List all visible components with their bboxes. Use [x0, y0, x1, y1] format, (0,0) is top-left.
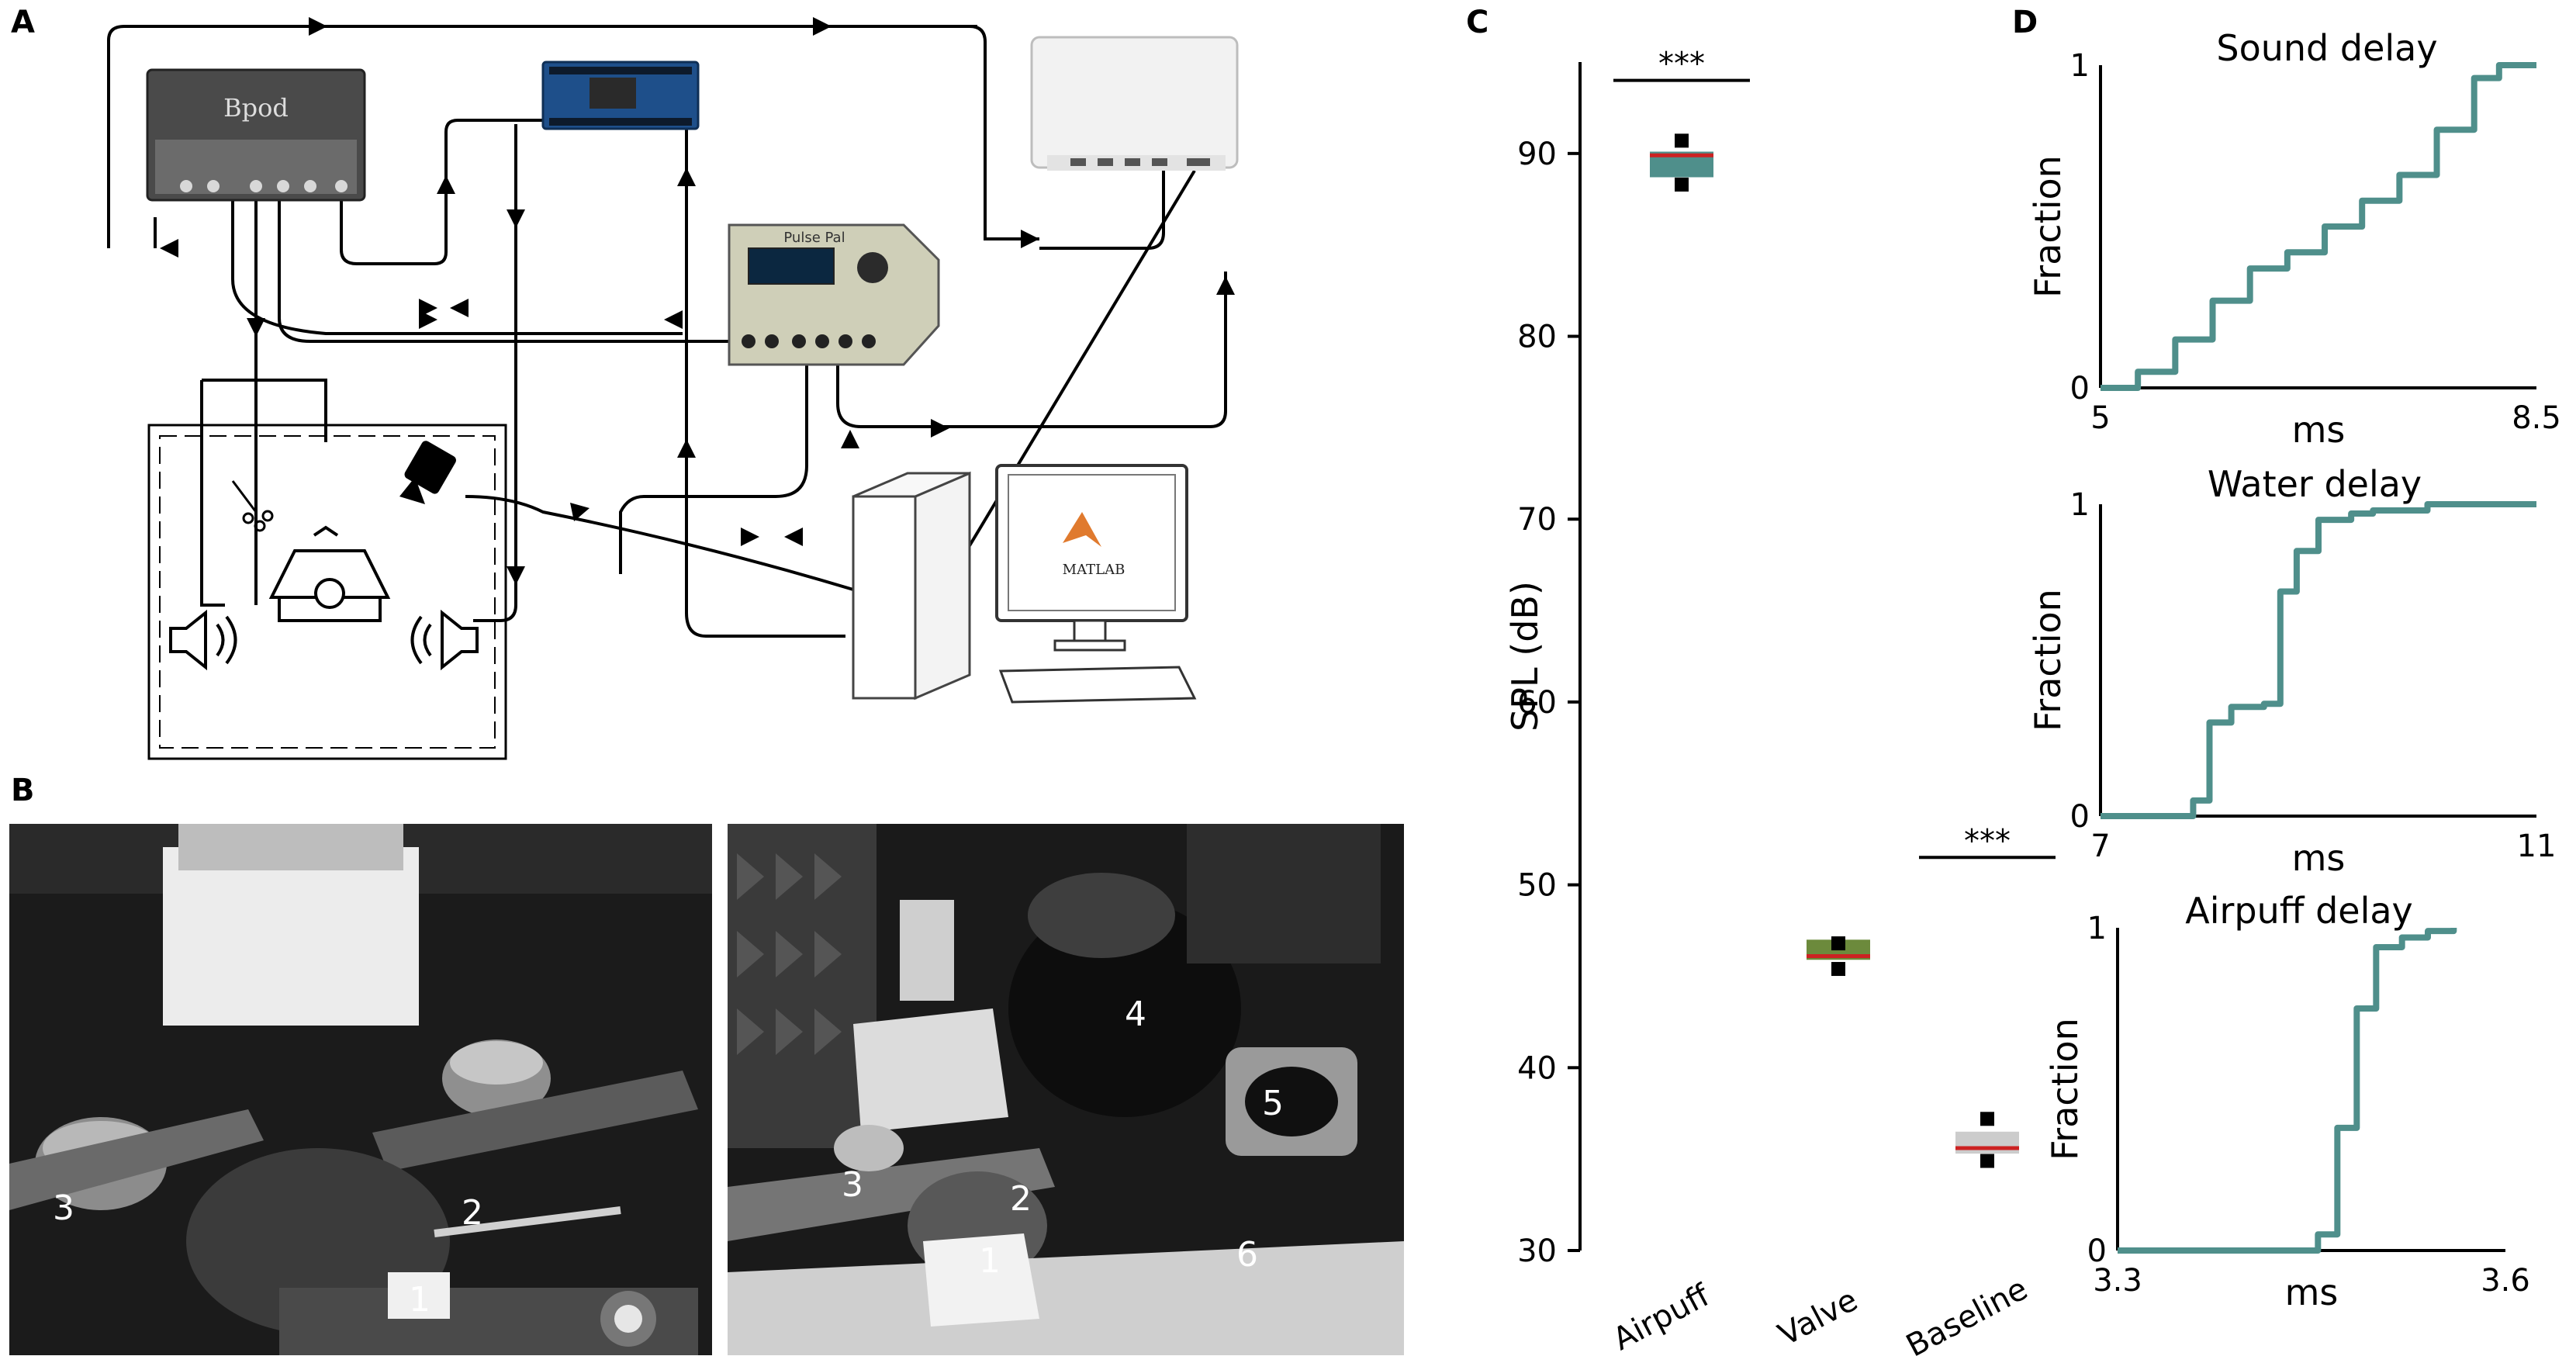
d1-y-tick-label-0: 0	[2070, 371, 2090, 406]
chamber	[147, 424, 507, 760]
d2-title: Water delay	[2208, 463, 2422, 505]
c-whisker-low-1	[1831, 962, 1845, 977]
c-y-tick-label-1: 40	[1517, 1050, 1557, 1086]
photo-left-label-1: 1	[409, 1280, 430, 1320]
wire-teensy-left	[1039, 171, 1165, 250]
d1-series-line	[2101, 62, 2536, 391]
wire-bpod-camera	[278, 198, 729, 343]
d2-x-tick-label-1: 11	[2517, 829, 2557, 864]
schematic-arrows	[160, 17, 1235, 585]
wire-chamber-left	[200, 380, 225, 607]
c-category-label-0: Airpuff	[1607, 1277, 1716, 1358]
d1-y-tick-label-1: 1	[2070, 48, 2090, 84]
c-y-tick-label-5: 80	[1517, 320, 1557, 355]
photo-right-label-6: 6	[1236, 1235, 1258, 1275]
panel-letter-a: A	[11, 5, 35, 40]
bpod-label: Bpod	[223, 93, 289, 123]
wire-camera-pc	[465, 495, 854, 591]
photo-right: 4 5 3 2 1 6	[728, 824, 1404, 1355]
d2-y-axis-label: Fraction	[2027, 589, 2069, 732]
panel-letter-d: D	[2012, 5, 2038, 40]
mouse-setup-icon	[268, 525, 391, 622]
sound-card-box	[1030, 36, 1239, 171]
c-sig-label-1: ***	[1964, 823, 2011, 859]
d1-x-tick-label-0: 5	[2090, 400, 2110, 436]
d3-x-tick-label-0: 3.3	[2093, 1263, 2142, 1299]
c-y-tick-label-4: 70	[1517, 502, 1557, 538]
foam-pattern	[737, 853, 842, 1055]
d3-y-axis-label: Fraction	[2044, 1018, 2086, 1161]
bpod-device: Bpod	[146, 68, 366, 202]
schematic-panel-a	[107, 25, 1227, 638]
camera-icon	[399, 441, 456, 504]
c-whisker-low-2	[1980, 1154, 1994, 1168]
d2-x-tick-label-0: 7	[2090, 829, 2110, 864]
c-y-tick-label-2: 50	[1517, 868, 1557, 904]
left-speaker-icon	[169, 609, 237, 671]
c-whisker-high-1	[1831, 936, 1845, 951]
matlab-label: MATLAB	[1063, 562, 1125, 578]
photo-right-label-3: 3	[842, 1165, 863, 1205]
c-y-tick-label-3: 60	[1517, 685, 1557, 721]
monitor: MATLAB	[995, 464, 1197, 704]
right-speaker-icon	[410, 609, 479, 671]
c-category-label-1: Valve	[1772, 1282, 1863, 1353]
c-whisker-low-0	[1675, 177, 1689, 192]
d3-y-tick-label-0: 0	[2087, 1233, 2107, 1269]
photo-right-label-1: 1	[979, 1241, 1001, 1281]
c-category-label-2: Baseline	[1900, 1271, 2033, 1363]
c-y-tick-label-6: 90	[1517, 137, 1557, 172]
panel-letter-b: B	[11, 773, 35, 808]
d2-x-axis-label: ms	[2292, 837, 2346, 879]
c-y-axis-label: SPL (dB)	[1504, 581, 1546, 732]
pulse-pal-device: Pulse Pal	[728, 223, 940, 366]
wire-bpod-pulsepal	[231, 198, 683, 335]
panel-d-water-delay: Water delay 0 1 7 11 ms Fraction	[2027, 463, 2556, 879]
panel-d-sound-delay: Sound delay 0 1 5 8.5 ms Fraction	[2027, 27, 2561, 451]
photo-right-label-2: 2	[1010, 1179, 1032, 1219]
wire-center-vertical	[685, 124, 845, 638]
d1-x-axis-label: ms	[2292, 409, 2346, 451]
airpuff-icon	[231, 480, 274, 532]
d3-title: Airpuff delay	[2185, 890, 2413, 932]
photo-right-label-5: 5	[1262, 1084, 1284, 1123]
c-whisker-high-0	[1675, 133, 1689, 148]
wire-arduino-speaker	[473, 124, 517, 622]
c-y-tick-label-0: 30	[1517, 1233, 1557, 1269]
wire-chamber-top	[202, 379, 327, 442]
d3-y-tick-label-1: 1	[2087, 911, 2107, 946]
pc-tower	[852, 471, 971, 701]
photo-left: 3 2 1	[9, 824, 712, 1355]
d1-y-axis-label: Fraction	[2027, 155, 2069, 298]
d3-series-line	[2118, 928, 2457, 1254]
wire-pulsepal-vertical	[619, 365, 808, 574]
arduino-board	[541, 61, 700, 130]
d3-x-tick-label-1: 3.6	[2481, 1263, 2530, 1299]
c-whisker-high-2	[1980, 1112, 1994, 1126]
d2-series-line	[2101, 501, 2536, 819]
wire-pulsepal-pc	[836, 272, 1227, 428]
panel-letter-c: C	[1466, 5, 1489, 40]
pulsepal-label: Pulse Pal	[783, 230, 845, 246]
d3-x-axis-label: ms	[2285, 1271, 2339, 1313]
d2-y-tick-label-1: 1	[2070, 487, 2090, 523]
d2-y-tick-label-0: 0	[2070, 799, 2090, 835]
photo-right-label-4: 4	[1125, 995, 1146, 1034]
wire-bpod-arduino	[340, 119, 543, 265]
photo-left-label-2: 2	[462, 1193, 483, 1233]
c-sig-label-0: ***	[1658, 47, 1705, 82]
d1-title: Sound delay	[2216, 27, 2437, 69]
photo-left-label-3: 3	[53, 1188, 74, 1228]
d1-x-tick-label-1: 8.5	[2512, 400, 2561, 436]
panel-d-airpuff-delay: Airpuff delay 0 1 3.3 3.6 ms Fraction	[2044, 890, 2530, 1313]
c-box-2	[1955, 1131, 2019, 1154]
